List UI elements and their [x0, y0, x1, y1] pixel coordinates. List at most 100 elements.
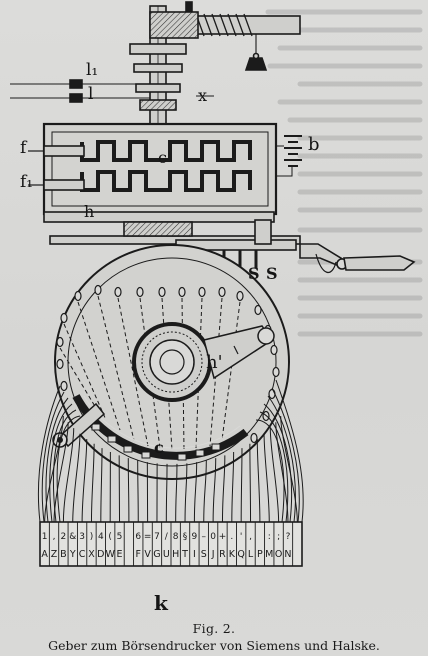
- key-wire: [275, 422, 289, 523]
- key-wires: [37, 379, 304, 523]
- key-top-char: 2: [61, 532, 67, 542]
- key-wire: [256, 438, 261, 523]
- key-bottom-char: S: [201, 549, 207, 560]
- figure-number: Fig. 2.: [192, 621, 236, 636]
- label-b: b: [308, 134, 320, 155]
- key-wire: [193, 462, 198, 523]
- upper-mechanism: [10, 1, 416, 273]
- label-f: f: [20, 138, 27, 158]
- key-top-char: (: [108, 532, 112, 542]
- key-top-char: 9: [192, 532, 198, 542]
- key-top-char: &: [69, 532, 76, 542]
- key-top-char: 3: [79, 532, 85, 542]
- disk-plan: [52, 244, 290, 480]
- key-wire: [184, 463, 188, 523]
- key-wire: [249, 443, 252, 523]
- key-wire: [90, 443, 95, 523]
- key-top-char: 7: [154, 532, 160, 542]
- keyboard: 1A,Z2B&Y3C)X4D(W5E6F=V7G/U8H§T9I–S0J+R.K…: [39, 521, 303, 567]
- key-top-char: 8: [173, 532, 179, 542]
- key-top-char: ?: [286, 532, 291, 542]
- key-wire: [53, 409, 77, 523]
- label-c-wheel: c: [154, 438, 164, 457]
- key-wire: [269, 428, 280, 523]
- label-l1: l₁: [86, 60, 99, 80]
- key-wire: [221, 455, 226, 523]
- key-bottom-char: O: [275, 549, 282, 560]
- key-wire: [37, 385, 61, 523]
- key-bottom-char: K: [229, 549, 236, 560]
- key-wire: [165, 463, 168, 523]
- label-c-top: c: [158, 148, 167, 167]
- key-wire: [175, 463, 178, 523]
- key-wire: [267, 395, 296, 523]
- key-top-char: ,: [53, 532, 56, 542]
- key-wire: [56, 415, 81, 523]
- key-bottom-char: M: [265, 549, 273, 560]
- key-wire: [263, 403, 293, 523]
- key-top-char: /: [165, 532, 169, 542]
- key-bottom-char: P: [257, 549, 263, 560]
- key-top-char: 6: [135, 532, 141, 542]
- key-wire: [240, 448, 243, 523]
- key-bottom-char: Q: [237, 549, 244, 560]
- label-l: l: [88, 84, 94, 104]
- key-top-char: ;: [277, 532, 280, 542]
- key-bottom-char: Y: [69, 549, 76, 560]
- key-bottom-char: Z: [51, 549, 58, 560]
- key-wire: [62, 428, 75, 523]
- key-wire: [41, 391, 65, 523]
- key-bottom-char: E: [117, 549, 123, 560]
- key-bottom-char: A: [41, 549, 48, 560]
- key-top-char: ): [90, 532, 94, 542]
- label-s-2: S: [266, 264, 278, 283]
- key-wire: [81, 438, 88, 523]
- key-top-char: 4: [98, 532, 104, 542]
- label-h-top: h: [84, 202, 95, 221]
- key-top-char: ': [240, 532, 242, 542]
- key-top-char: –: [202, 532, 207, 542]
- key-bottom-char: C: [79, 549, 86, 560]
- key-wire: [280, 415, 298, 523]
- key-wire: [263, 433, 270, 523]
- key-top-char: §: [183, 532, 188, 542]
- key-top-char: :: [268, 532, 271, 542]
- label-s-1: S: [248, 264, 260, 283]
- key-bottom-char: W: [105, 549, 115, 560]
- key-bottom-char: X: [88, 549, 95, 560]
- key-bottom-char: U: [163, 549, 170, 560]
- key-top-char: 5: [117, 532, 123, 542]
- key-bottom-char: B: [60, 549, 67, 560]
- key-bottom-char: L: [248, 549, 254, 560]
- key-wire: [127, 458, 130, 523]
- key-wire: [49, 403, 73, 523]
- key-wire: [231, 451, 235, 523]
- key-bottom-char: T: [181, 549, 188, 560]
- key-bottom-char: D: [97, 549, 104, 560]
- key-top-char: ,: [249, 532, 252, 542]
- figure-caption: Geber zum Börsendrucker von Siemens und …: [48, 638, 380, 653]
- key-wire: [72, 433, 81, 523]
- key-bottom-char: J: [211, 549, 215, 560]
- key-bottom-char: G: [153, 549, 160, 560]
- key-wire: [275, 379, 304, 523]
- key-bottom-char: F: [136, 549, 141, 560]
- label-k: k: [154, 591, 168, 615]
- key-wire: [137, 460, 139, 523]
- label-x: x: [198, 86, 208, 105]
- key-top-char: 1: [42, 532, 48, 542]
- key-wire: [45, 397, 69, 523]
- key-top-char: +: [219, 532, 227, 542]
- key-bottom-char: R: [219, 549, 226, 560]
- key-wire: [259, 411, 289, 523]
- key-wire: [203, 460, 207, 523]
- key-bottom-char: V: [144, 549, 151, 560]
- label-f1: f₁: [20, 172, 34, 192]
- key-wire: [255, 419, 285, 523]
- key-top-char: 0: [210, 532, 216, 542]
- key-bottom-char: H: [172, 549, 179, 560]
- key-bottom-char: N: [284, 549, 291, 560]
- key-top-char: .: [230, 532, 233, 542]
